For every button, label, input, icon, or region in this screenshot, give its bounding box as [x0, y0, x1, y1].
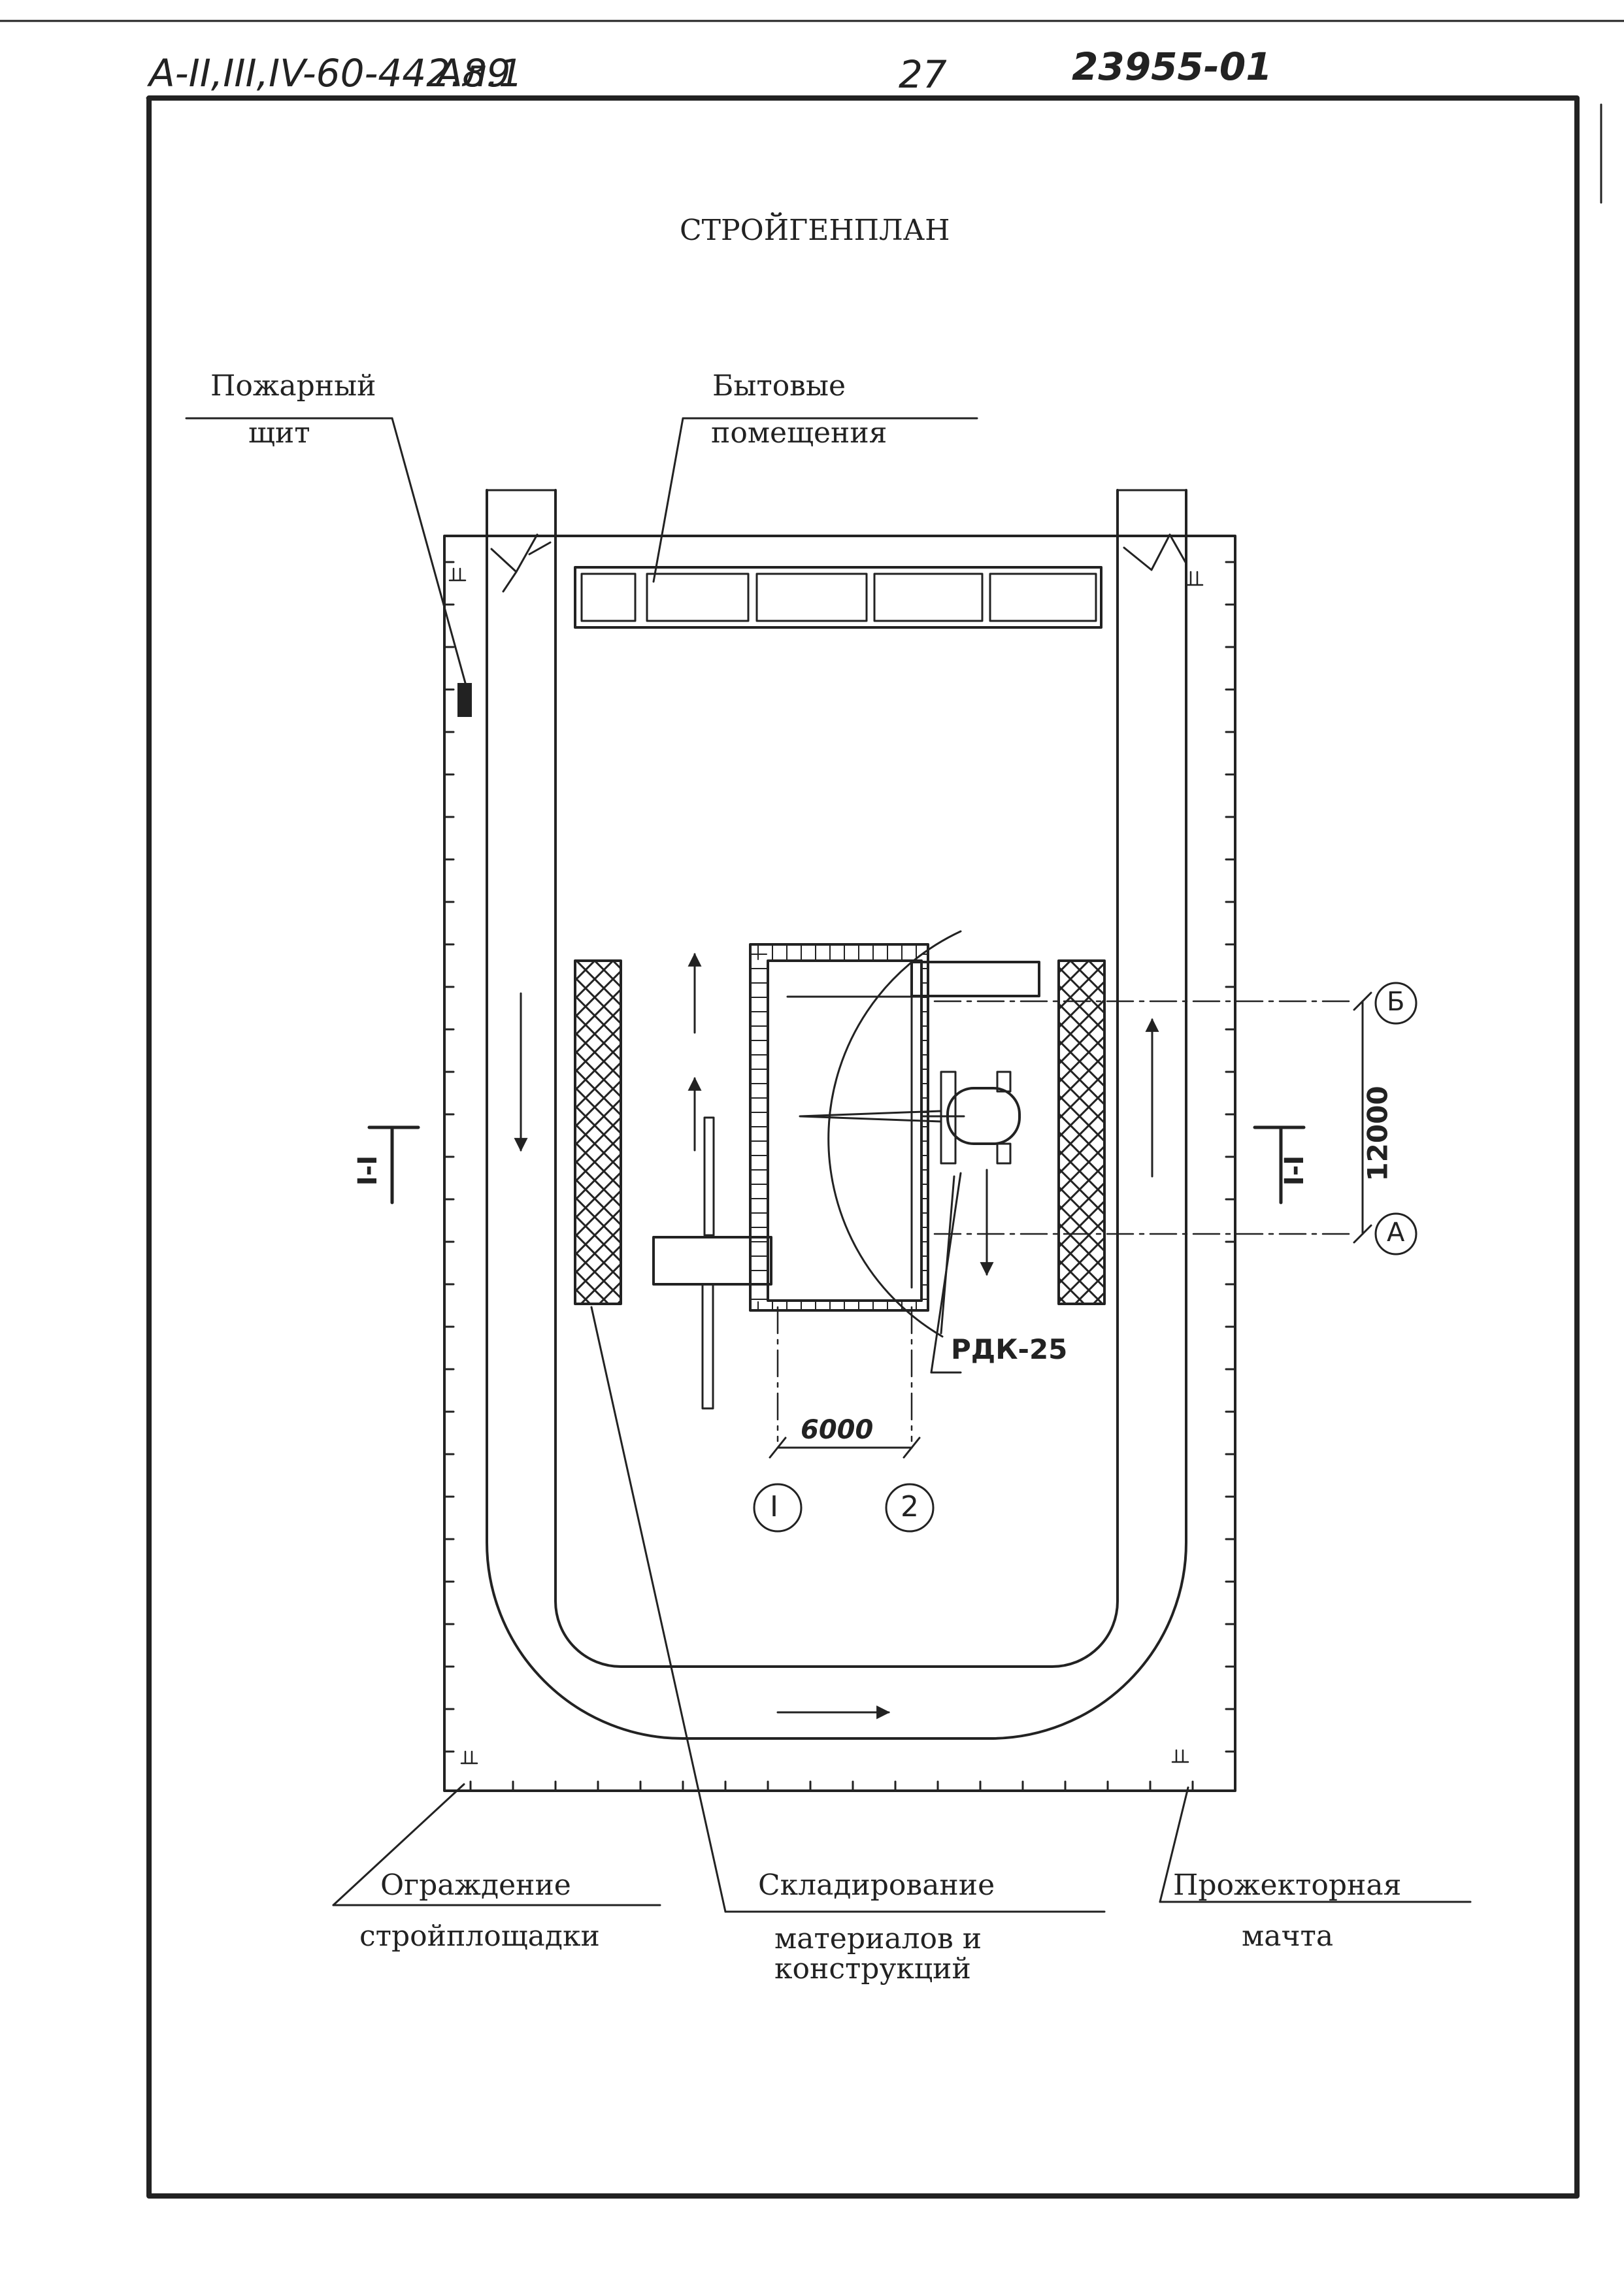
sheet-label: Ал.1	[437, 51, 523, 95]
page-number: 27	[899, 52, 947, 97]
cabin-5	[989, 573, 1097, 622]
gate-left	[490, 533, 552, 593]
site-fence	[443, 535, 1236, 1792]
axis-label-b: Б	[1387, 987, 1405, 1017]
fire-board-label-line2: щит	[248, 416, 310, 450]
section-mark-left	[367, 1125, 420, 1205]
crane-track-left	[940, 1071, 957, 1165]
storage-label-line1: Складирование	[758, 1869, 995, 1902]
fire-board-marker	[457, 683, 472, 717]
dim-tick-right	[903, 1437, 921, 1459]
fence-label-line2: стройплощадки	[359, 1920, 600, 1953]
dim-tick-left	[769, 1437, 787, 1459]
crane-label: РДК-25	[951, 1333, 1068, 1365]
crane-wheel-top	[996, 1071, 1012, 1093]
fence-label-line1: Ограждение	[380, 1869, 571, 1902]
drawing-title: СТРОЙГЕНПЛАН	[680, 214, 950, 247]
crane-boom	[799, 1110, 942, 1123]
floodlight-label-line1: Прожекторная	[1173, 1869, 1402, 1902]
dim-tick-top	[1353, 991, 1372, 1011]
welfare-label-line2: помещения	[711, 416, 887, 450]
pit-slope-hatch	[751, 945, 927, 1310]
rail-stub-lower	[701, 1283, 714, 1410]
sheet-frame	[146, 95, 1580, 2199]
road-outer-edge	[486, 489, 1187, 1740]
floodlight-label-line2: мачта	[1242, 1920, 1334, 1953]
axis-label-1: I	[770, 1490, 778, 1523]
floodlight-masts	[448, 567, 1204, 1765]
axis-label-a: А	[1387, 1218, 1405, 1248]
storage-label-line3: конструкций	[774, 1952, 971, 1986]
fire-board-label-line1: Пожарный	[210, 369, 376, 403]
section-mark-right	[1253, 1125, 1306, 1205]
dim-tick-bottom	[1353, 1224, 1372, 1244]
fence-ticks	[443, 561, 1236, 1792]
axis-bubble-2	[885, 1483, 935, 1533]
inventory-number: 23955-01	[1072, 44, 1272, 89]
crane-leader-2	[930, 1172, 962, 1374]
crane-rail-upper	[910, 961, 1040, 997]
axis-label-2: 2	[901, 1490, 919, 1523]
pit-inner	[767, 959, 923, 1302]
storage-area-right	[1057, 959, 1106, 1305]
axis-bubble-a	[1374, 1212, 1417, 1255]
dimension-6000: 6000	[801, 1415, 874, 1445]
welfare-label-line1: Бытовые	[712, 369, 846, 403]
axis-bubble-b	[1374, 982, 1417, 1025]
gate-right	[1123, 533, 1187, 571]
storage-label-line2: материалов и	[774, 1922, 982, 1955]
document-designation: А-II,III,IV-60-442.89	[149, 51, 511, 95]
axis-bubble-1	[753, 1483, 803, 1533]
section-label-left: I-I	[353, 1155, 384, 1186]
traffic-arrows	[514, 952, 1159, 1720]
welfare-cabins-outline	[574, 566, 1102, 629]
pit-outer	[749, 943, 929, 1312]
cabin-3	[755, 573, 868, 622]
crane-leader-1	[940, 1175, 955, 1335]
crane-wheel-bottom	[996, 1142, 1012, 1165]
storage-area-left	[574, 959, 622, 1305]
dimension-12000: 12000	[1361, 1086, 1394, 1182]
leader-lines	[185, 417, 1472, 1913]
cabin-4	[873, 573, 984, 622]
cabin-1	[580, 573, 637, 622]
cabin-2	[646, 573, 750, 622]
rail-stub-upper	[703, 1116, 715, 1237]
road-inner-edge	[554, 489, 1119, 1668]
crane-rail-lower	[652, 1236, 772, 1286]
grid-axes	[776, 1000, 1354, 1442]
crane-swing-arc	[827, 930, 962, 1338]
section-label-right: I-I	[1280, 1155, 1310, 1186]
